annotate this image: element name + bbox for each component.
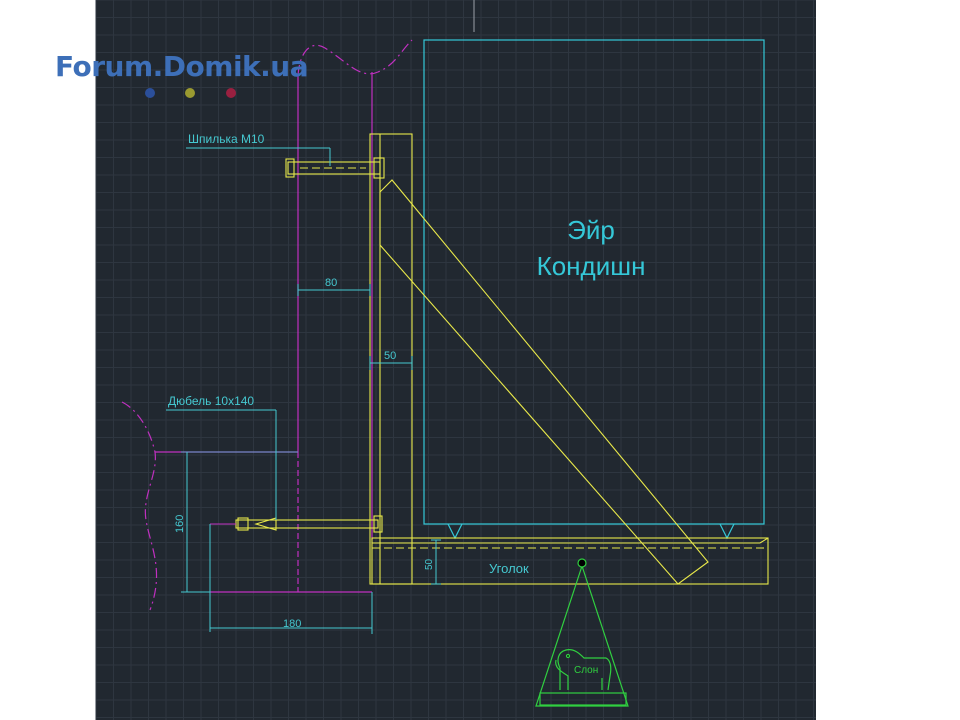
watermark-dot-blue xyxy=(145,88,155,98)
elephant-icon xyxy=(555,649,612,691)
label-ac-line2: Кондишн xyxy=(537,251,646,281)
angle-profile xyxy=(371,537,769,585)
label-elephant: Слон xyxy=(574,665,598,676)
scale-triangle xyxy=(535,558,629,707)
ac-unit-body xyxy=(423,39,765,525)
watermark-dot-olive xyxy=(185,88,195,98)
watermark-text: Forum.Domik.ua xyxy=(55,50,309,83)
stud-nut-left xyxy=(285,158,295,178)
label-ac-line1: Эйр xyxy=(567,215,615,245)
stud-nut-right xyxy=(373,157,385,179)
dim-50-value: 50 xyxy=(384,350,396,362)
dim-80-value: 80 xyxy=(325,277,337,289)
stud-m10 xyxy=(287,161,381,175)
label-dowel: Дюбель 10х140 xyxy=(168,394,254,408)
wall-break-left xyxy=(121,401,158,611)
watermark-dot-red xyxy=(226,88,236,98)
dowel-head xyxy=(237,517,249,531)
wall-break-top xyxy=(297,39,413,76)
dim-180-value: 180 xyxy=(283,618,301,630)
dimension-lines xyxy=(166,147,441,634)
drawing-background xyxy=(96,0,816,720)
scale-pivot xyxy=(577,558,587,568)
label-angle: Уголок xyxy=(489,561,529,576)
bracket-diagonal-brace xyxy=(379,179,709,585)
grid xyxy=(95,0,816,720)
watermark-logo: Forum.Domik.ua xyxy=(55,50,325,100)
dim-50v-value: 50 xyxy=(424,558,435,570)
scale-triangle-shape xyxy=(535,564,629,707)
label-stud: Шпилька М10 xyxy=(188,132,265,146)
dim-160-value: 160 xyxy=(174,515,186,533)
dowel-nut xyxy=(373,515,383,533)
angle-top-end xyxy=(759,537,769,544)
dowel-wedge xyxy=(254,517,277,531)
elephant-eye xyxy=(565,653,571,659)
scale-pan xyxy=(539,692,627,706)
